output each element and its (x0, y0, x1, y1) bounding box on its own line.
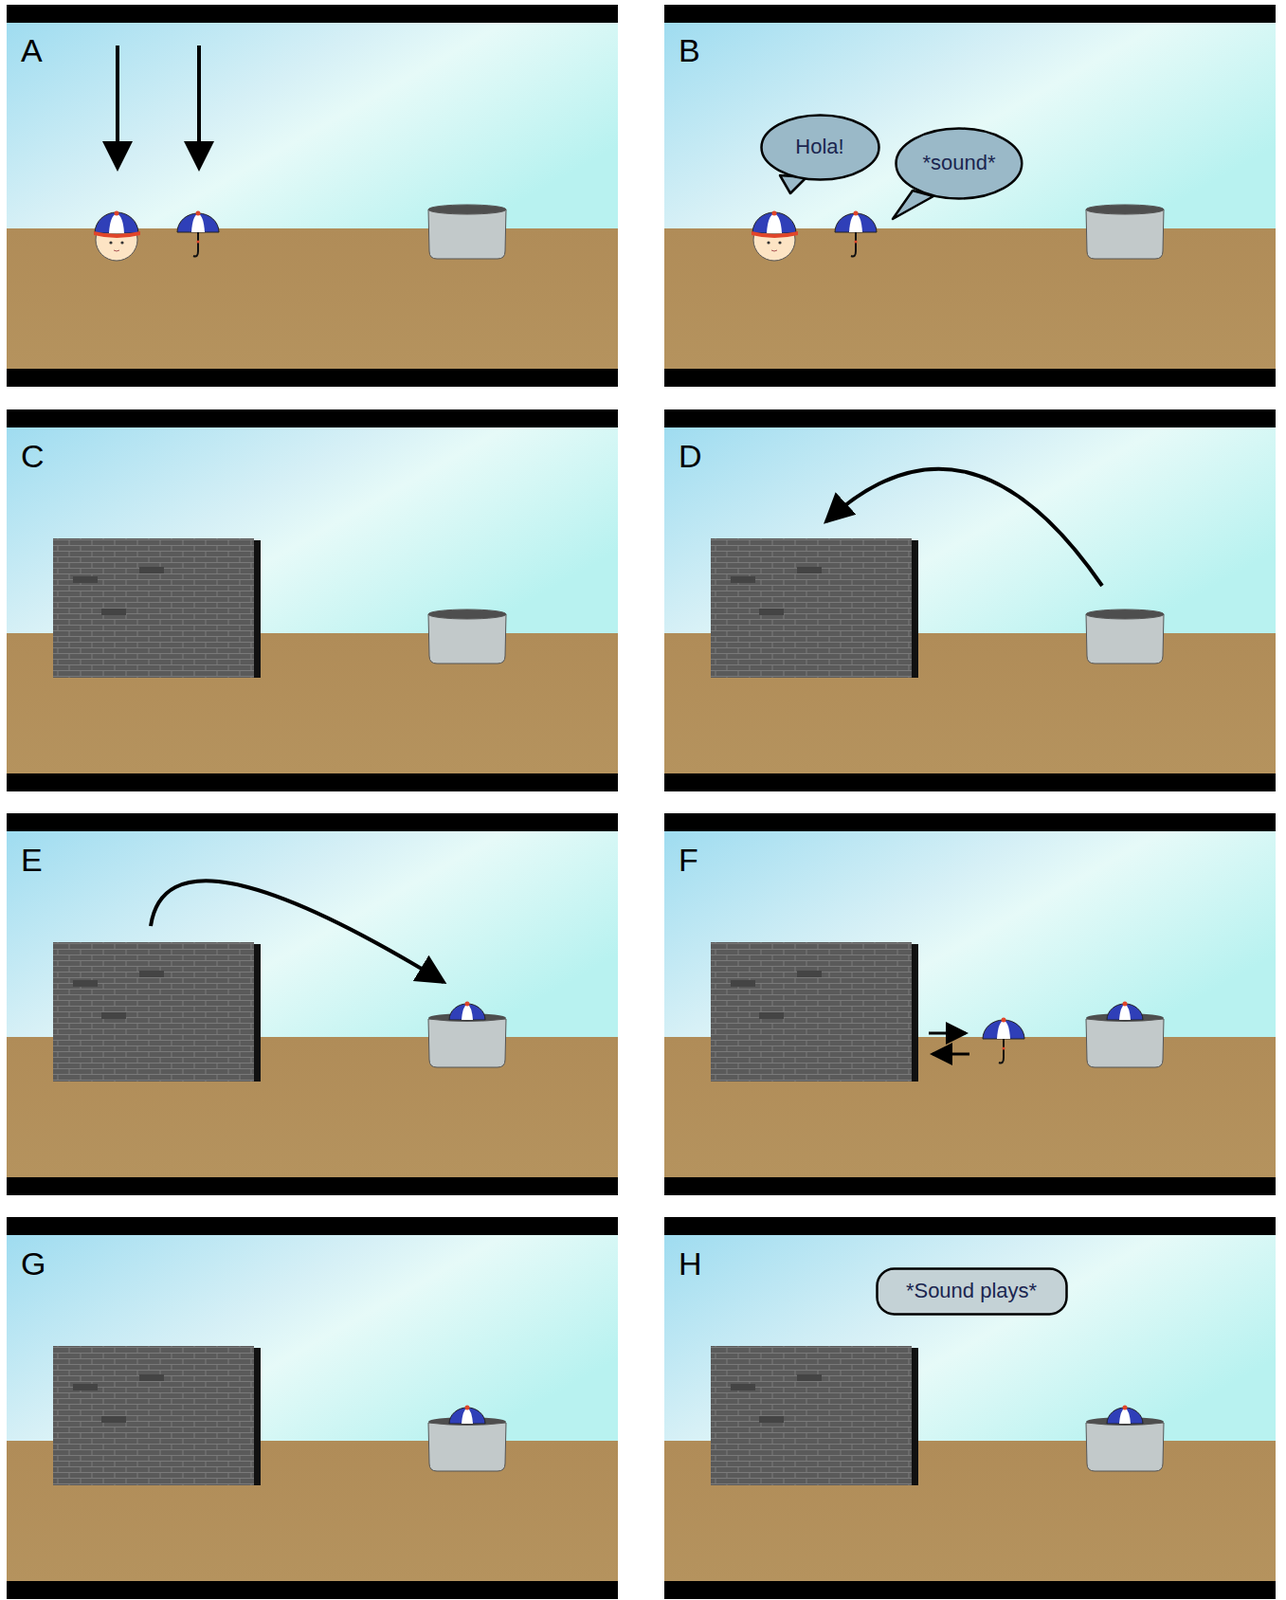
panel-letter: B (678, 34, 701, 67)
panel-letter: F (678, 843, 699, 876)
bubble-shape (760, 114, 879, 180)
panel-letter: C (20, 439, 45, 472)
panel-letter: A (20, 34, 43, 67)
panel-letter: G (20, 1247, 46, 1280)
speech-bubble: *Sound plays* (875, 1267, 1069, 1316)
panel-letter: D (678, 439, 703, 472)
speech-bubble: Hola! (760, 113, 881, 182)
bubble-text: *Sound plays* (905, 1278, 1037, 1304)
speech-bubble: *sound* (894, 126, 1024, 200)
bubble-shape (896, 127, 1023, 199)
bubble-text: Hola! (795, 134, 844, 160)
bubble-shape (876, 1267, 1067, 1314)
bubble-text: *sound* (922, 150, 996, 176)
panel-letter: E (20, 843, 43, 876)
panel-letter: H (678, 1247, 703, 1280)
